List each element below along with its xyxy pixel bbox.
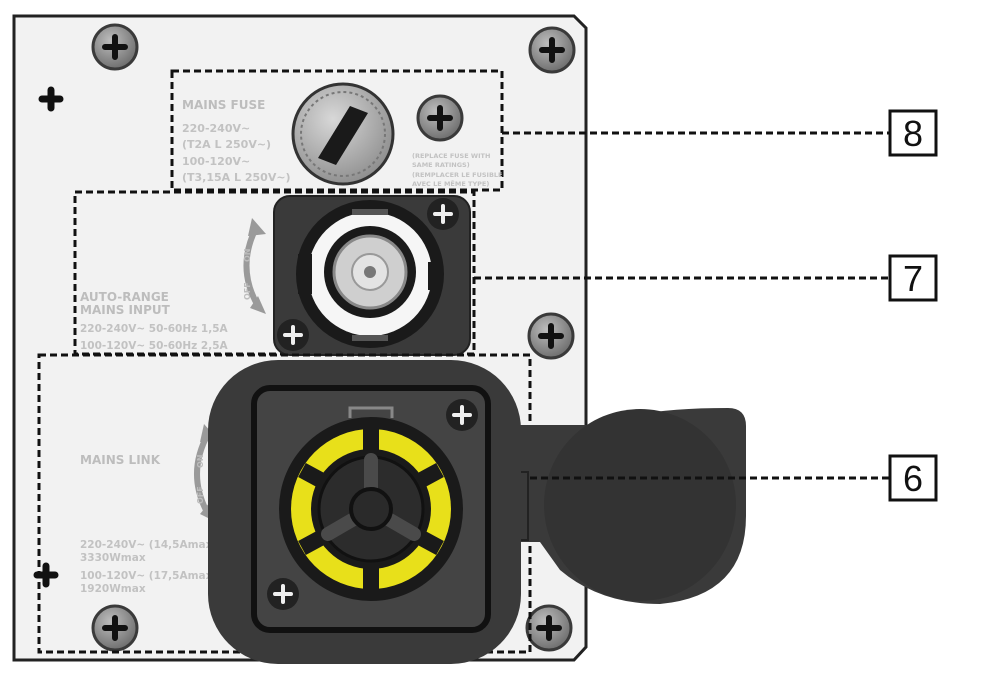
fuse-screw-icon (418, 96, 462, 140)
mains-input-spec-line2: 100-120V~ 50-60Hz 2,5A (80, 340, 229, 352)
panel-screw-icon (93, 606, 137, 650)
link-screw-icon (444, 397, 480, 433)
callout-number: 6 (903, 458, 923, 499)
link-screw-icon (265, 576, 301, 612)
fuse-note-line4: AVEC LE MÊME TYPE) (412, 179, 489, 188)
mains-link-spec-line3: 100-120V~ (17,5Amax) (80, 570, 217, 582)
mains-link-spec-line4: 1920Wmax (80, 583, 146, 595)
fuse-note-line3: (REMPLACER LE FUSIBLE (412, 171, 503, 179)
mains-input-off-label: OFF (243, 282, 252, 300)
mains-input-on-label: ON (243, 249, 252, 263)
panel-screw-icon (530, 28, 574, 72)
fuse-spec-line4: (T3,15A L 250V~) (182, 171, 291, 184)
panel-screw-icon (527, 606, 571, 650)
mains-link-on-label: ON (196, 455, 205, 469)
panel-screw-icon (529, 314, 573, 358)
mains-input-spec-line1: 220-240V~ 50-60Hz 1,5A (80, 323, 229, 335)
mains-link-connector (208, 360, 521, 664)
callout-8: 8 (888, 109, 938, 157)
callout-number: 8 (903, 113, 923, 154)
fuse-title: MAINS FUSE (182, 98, 265, 112)
fuse-spec-line2: (T2A L 250V~) (182, 138, 271, 151)
fuse-note-line1: (REPLACE FUSE WITH (412, 152, 490, 160)
mains-input-title-line1: AUTO-RANGE (80, 290, 169, 304)
rotation-arrow-icon (243, 218, 266, 314)
fuse-spec-line3: 100-120V~ (182, 155, 250, 168)
panel-screw-icon (93, 25, 137, 69)
mains-input-connector (273, 195, 471, 356)
callout-7: 7 (888, 254, 938, 302)
input-screw-icon (425, 196, 461, 232)
callout-6: 6 (888, 454, 938, 502)
mains-link-off-label: OFF (196, 486, 205, 504)
fuse-holder-icon (291, 82, 395, 186)
fuse-spec-line1: 220-240V~ (182, 122, 250, 135)
mains-link-title: MAINS LINK (80, 453, 161, 467)
fuse-highlight-box (170, 69, 504, 192)
fuse-note-line2: SAME RATINGS) (412, 161, 470, 169)
mains-link-spec-line2: 3330Wmax (80, 552, 146, 564)
callout-number: 7 (903, 258, 923, 299)
input-screw-icon (275, 317, 311, 353)
mains-input-title-line2: MAINS INPUT (80, 303, 171, 317)
mains-link-spec-line1: 220-240V~ (14,5Amax) (80, 539, 217, 551)
